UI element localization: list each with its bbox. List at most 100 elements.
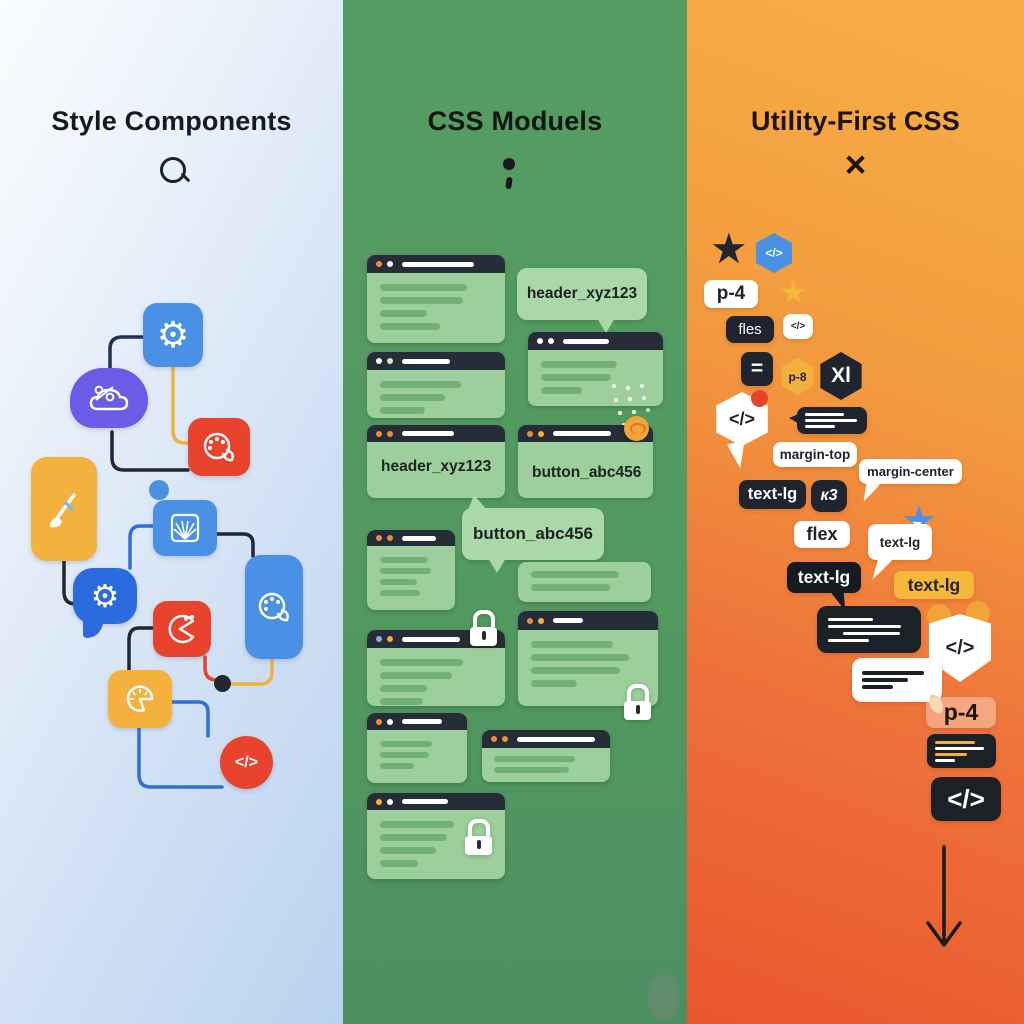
utility-badge-text-lg: text-lg bbox=[894, 571, 974, 599]
content-placeholder bbox=[367, 273, 505, 341]
code-icon: </> bbox=[765, 246, 783, 260]
window-dot bbox=[376, 358, 382, 364]
window-titlebar bbox=[367, 352, 505, 370]
utility-label: text-lg bbox=[879, 534, 921, 550]
cloud-percent-icon bbox=[89, 385, 129, 411]
window-urlbar bbox=[553, 618, 583, 623]
connector-dot bbox=[214, 675, 231, 692]
pacman-node bbox=[153, 601, 211, 657]
render-artifact bbox=[648, 975, 678, 1021]
content-placeholder bbox=[528, 350, 663, 405]
content-placeholder bbox=[367, 730, 467, 780]
window-dot bbox=[502, 736, 508, 742]
window-dot bbox=[376, 261, 382, 267]
window-urlbar bbox=[563, 338, 609, 344]
browser-window bbox=[367, 255, 505, 343]
utility-badge-flex: flex bbox=[794, 521, 850, 548]
window-titlebar bbox=[518, 425, 653, 442]
window-dot bbox=[537, 338, 543, 344]
window-dot bbox=[491, 736, 497, 742]
utility-bubble-text-lg: text-lg bbox=[868, 524, 932, 560]
content-placeholder bbox=[518, 630, 658, 698]
content-placeholder bbox=[367, 648, 505, 716]
message-lines bbox=[861, 671, 932, 689]
code-icon: </> bbox=[728, 408, 756, 429]
paintbrush-icon bbox=[50, 493, 76, 528]
palette-icon bbox=[203, 432, 234, 462]
window-dot bbox=[387, 718, 393, 725]
window-urlbar bbox=[517, 736, 595, 742]
locked-window bbox=[367, 793, 505, 879]
gear-icon: ⚙ bbox=[90, 578, 120, 614]
browser-window bbox=[367, 530, 455, 610]
arrow-down-icon bbox=[926, 845, 962, 947]
code-block-yellow bbox=[927, 734, 996, 768]
window-dot bbox=[376, 430, 382, 437]
utility-label: fles bbox=[738, 321, 762, 338]
window-dot bbox=[376, 798, 382, 805]
code-badge-small: </> bbox=[783, 314, 813, 339]
window-dot bbox=[387, 261, 393, 267]
lock-icon bbox=[624, 684, 651, 720]
window-dot bbox=[387, 358, 393, 364]
gear-icon: ⚙ bbox=[156, 314, 190, 355]
code-block bbox=[817, 606, 921, 653]
equals-icon: = bbox=[750, 357, 764, 380]
orange-dot-icon bbox=[624, 416, 649, 441]
window-titlebar bbox=[367, 793, 505, 810]
cloud-node bbox=[70, 368, 148, 428]
window-urlbar bbox=[402, 636, 460, 642]
class-name-label: header_xyz123 bbox=[526, 285, 638, 302]
utility-badge-text-lg: text-lg bbox=[787, 562, 861, 593]
utility-label: p-4 bbox=[943, 699, 979, 725]
message-bubble bbox=[852, 658, 942, 702]
window-dot bbox=[376, 636, 382, 642]
window-titlebar bbox=[367, 713, 467, 730]
utility-badge-text-lg: text-lg bbox=[739, 480, 806, 509]
code-icon: </> bbox=[945, 636, 975, 659]
browser-window bbox=[528, 332, 663, 406]
window-urlbar bbox=[402, 535, 436, 541]
class-name-bubble: header_xyz123 bbox=[517, 268, 647, 333]
bubble-tail bbox=[789, 413, 801, 425]
content-placeholder bbox=[367, 546, 455, 607]
x-icon: × bbox=[844, 144, 867, 185]
palette-node bbox=[188, 418, 250, 476]
window-dot bbox=[376, 718, 382, 725]
browser-window bbox=[367, 352, 505, 418]
notification-dot bbox=[751, 390, 768, 407]
window-urlbar bbox=[402, 431, 454, 436]
utility-label: flex bbox=[806, 524, 838, 544]
utility-label: text-lg bbox=[907, 574, 961, 595]
middle-column-title: CSS Moduels bbox=[427, 106, 603, 136]
palette-tall-node bbox=[245, 555, 303, 659]
window-dot bbox=[527, 617, 533, 624]
pacman-icon bbox=[168, 614, 195, 644]
utility-label: text-lg bbox=[797, 567, 851, 587]
content-placeholder bbox=[367, 810, 505, 878]
utility-badge-fles: fles bbox=[726, 316, 774, 343]
module-class-label: header_xyz123 bbox=[381, 458, 492, 475]
module-class-label: button_abc456 bbox=[532, 464, 642, 481]
magnifier-icon bbox=[160, 157, 186, 183]
right-column-title: Utility-First CSS bbox=[751, 106, 960, 136]
window-urlbar bbox=[402, 358, 450, 364]
content-placeholder bbox=[367, 370, 505, 425]
right-column-background bbox=[687, 0, 1024, 1024]
utility-badge-p4: p-4 bbox=[704, 280, 758, 308]
bubble-tail bbox=[488, 558, 506, 573]
code-lines bbox=[804, 413, 860, 428]
window-dot bbox=[548, 338, 554, 344]
browser-window bbox=[367, 713, 467, 783]
window-urlbar bbox=[402, 719, 442, 724]
window-titlebar bbox=[367, 425, 505, 442]
window-dot bbox=[376, 535, 382, 541]
lock-icon bbox=[465, 819, 492, 855]
k3-badge: к3 bbox=[811, 480, 847, 512]
named-window-header: header_xyz123 bbox=[367, 425, 505, 498]
content-card bbox=[518, 562, 651, 602]
window-dot bbox=[538, 617, 544, 624]
class-name-bubble: button_abc456 bbox=[462, 495, 604, 573]
window-dot bbox=[387, 636, 393, 642]
